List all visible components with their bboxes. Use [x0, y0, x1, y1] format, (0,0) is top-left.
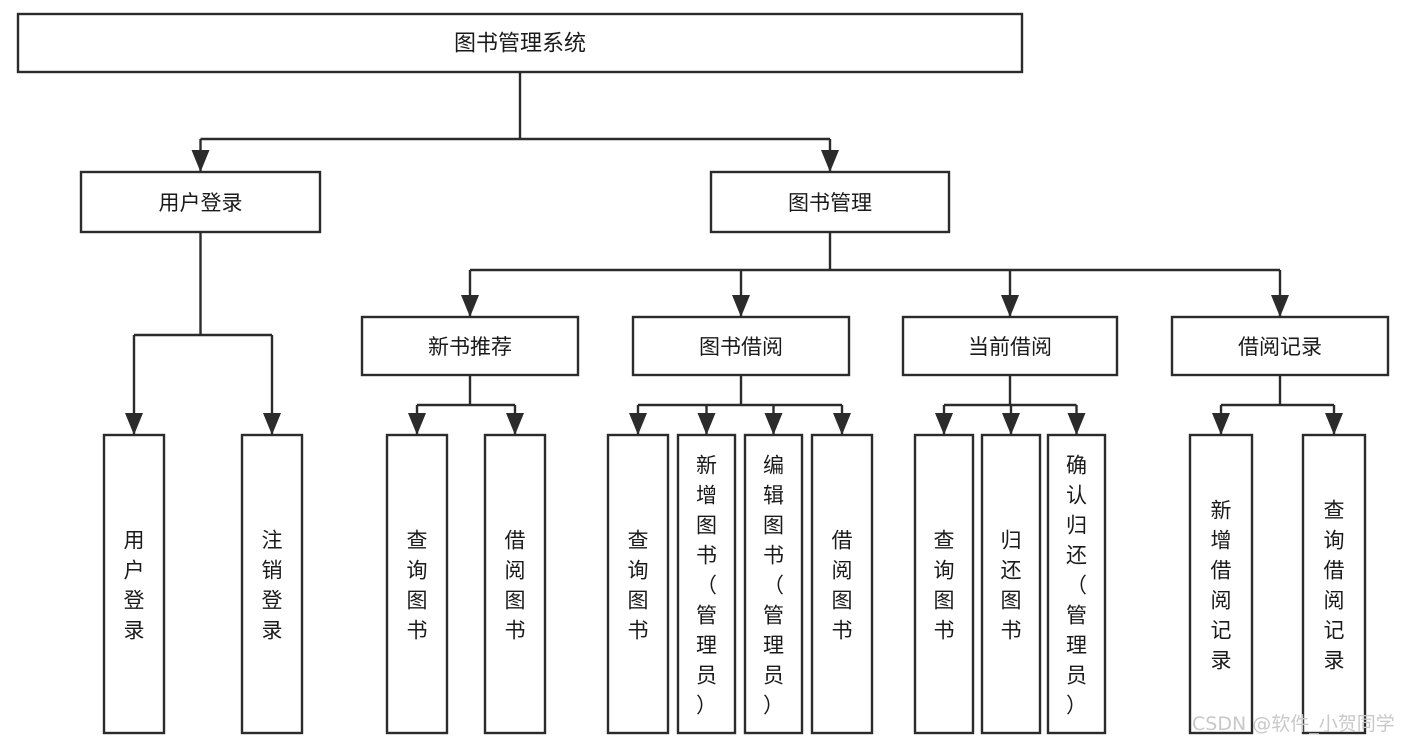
arrowhead-leaf-confirm-return	[1067, 413, 1086, 435]
arrowhead-book-manage	[821, 150, 839, 172]
node-leaf-edit-book-label: 编辑图书（管理员）	[763, 453, 784, 717]
node-leaf-query-book-1-box[interactable]	[385, 433, 449, 735]
node-leaf-user-login-label: 用户登录	[124, 528, 145, 642]
arrowhead-leaf-user-logout	[263, 413, 281, 435]
node-leaf-borrow-book-1-label: 借阅图书	[505, 528, 526, 642]
arrowhead-leaf-query-record	[1325, 413, 1343, 435]
node-leaf-confirm-return-label: 确认归还（管理员）	[1066, 453, 1087, 717]
node-leaf-user-login-box[interactable]	[102, 433, 166, 735]
arrowhead-user-login	[191, 150, 210, 172]
arrowhead-leaf-borrow-book-1	[506, 413, 524, 435]
node-leaf-confirm-return-box[interactable]	[1046, 433, 1107, 735]
arrowhead-leaf-query-book-1	[408, 413, 426, 435]
csdn-watermark: CSDN @软件_小贺同学	[1192, 713, 1395, 735]
node-leaf-return-book-box[interactable]	[980, 433, 1042, 735]
node-user-login-label: 用户登录	[159, 191, 243, 215]
node-leaf-borrow-book-2[interactable]: 借阅图书	[810, 433, 874, 735]
arrowhead-leaf-query-book-2	[629, 413, 647, 435]
node-leaf-add-book[interactable]: 新增图书（管理员）	[676, 433, 737, 735]
node-leaf-borrow-book-1[interactable]: 借阅图书	[483, 433, 547, 735]
node-root[interactable]: 图书管理系统	[16, 12, 1024, 74]
node-current-borrow-box[interactable]	[901, 315, 1119, 377]
node-leaf-add-record-box[interactable]	[1188, 433, 1254, 735]
arrowhead-leaf-query-book-3	[935, 413, 953, 435]
node-root-label: 图书管理系统	[454, 32, 586, 57]
connector-layer	[125, 72, 1343, 435]
arrowhead-book-borrow	[732, 295, 750, 317]
node-leaf-query-book-2-label: 查询图书	[628, 528, 649, 642]
node-leaf-borrow-book-2-label: 借阅图书	[832, 528, 853, 642]
node-leaf-add-book-box[interactable]	[676, 433, 737, 735]
arrowhead-leaf-return-book	[1002, 413, 1020, 435]
node-borrow-record[interactable]: 借阅记录	[1170, 315, 1390, 377]
node-leaf-query-record[interactable]: 查询借阅记录	[1301, 433, 1367, 735]
node-leaf-user-login[interactable]: 用户登录	[102, 433, 166, 735]
node-book-borrow[interactable]: 图书借阅	[631, 315, 851, 377]
arrowhead-new-book-rec	[461, 295, 479, 317]
node-borrow-record-box[interactable]	[1170, 315, 1390, 377]
node-leaf-borrow-book-1-box[interactable]	[483, 433, 547, 735]
node-book-manage-box[interactable]	[709, 170, 951, 234]
arrowhead-borrow-record	[1271, 295, 1289, 317]
node-leaf-query-record-box[interactable]	[1301, 433, 1367, 735]
node-borrow-record-label: 借阅记录	[1238, 335, 1322, 359]
node-user-login-box[interactable]	[79, 170, 322, 234]
arrowhead-leaf-user-login	[125, 413, 143, 435]
node-leaf-add-record[interactable]: 新增借阅记录	[1188, 433, 1254, 735]
node-leaf-add-book-label: 新增图书（管理员）	[696, 453, 717, 717]
arrowhead-current-borrow	[1001, 295, 1019, 317]
arrowhead-leaf-borrow-book-2	[833, 413, 851, 435]
node-new-book-rec-label: 新书推荐	[428, 335, 512, 359]
node-leaf-add-record-label: 新增借阅记录	[1211, 498, 1232, 672]
node-user-login[interactable]: 用户登录	[79, 170, 322, 234]
node-leaf-edit-book[interactable]: 编辑图书（管理员）	[743, 433, 804, 735]
node-leaf-edit-book-box[interactable]	[743, 433, 804, 735]
node-leaf-query-book-2-box[interactable]	[606, 433, 670, 735]
node-leaf-query-book-1[interactable]: 查询图书	[385, 433, 449, 735]
node-leaf-user-logout[interactable]: 注销登录	[240, 433, 304, 735]
node-root-box[interactable]	[16, 12, 1024, 74]
arrowhead-leaf-edit-book	[764, 413, 783, 435]
node-book-manage[interactable]: 图书管理	[709, 170, 951, 234]
node-leaf-query-book-1-label: 查询图书	[407, 528, 428, 642]
node-layer: 图书管理系统用户登录图书管理新书推荐图书借阅当前借阅借阅记录用户登录注销登录查询…	[16, 12, 1390, 735]
node-book-borrow-label: 图书借阅	[699, 335, 783, 359]
node-current-borrow-label: 当前借阅	[968, 335, 1052, 359]
node-new-book-rec[interactable]: 新书推荐	[360, 315, 580, 377]
node-leaf-query-record-label: 查询借阅记录	[1324, 498, 1345, 672]
node-leaf-query-book-3-box[interactable]	[913, 433, 975, 735]
node-leaf-user-logout-label: 注销登录	[262, 528, 283, 642]
node-book-borrow-box[interactable]	[631, 315, 851, 377]
node-leaf-user-logout-box[interactable]	[240, 433, 304, 735]
node-current-borrow[interactable]: 当前借阅	[901, 315, 1119, 377]
node-book-manage-label: 图书管理	[788, 191, 872, 215]
node-new-book-rec-box[interactable]	[360, 315, 580, 377]
node-leaf-return-book[interactable]: 归还图书	[980, 433, 1042, 735]
arrowhead-leaf-add-book	[697, 413, 716, 435]
node-leaf-return-book-label: 归还图书	[1001, 528, 1022, 642]
node-leaf-query-book-2[interactable]: 查询图书	[606, 433, 670, 735]
node-leaf-borrow-book-2-box[interactable]	[810, 433, 874, 735]
node-leaf-query-book-3[interactable]: 查询图书	[913, 433, 975, 735]
arrowhead-leaf-add-record	[1212, 413, 1230, 435]
node-leaf-query-book-3-label: 查询图书	[934, 528, 955, 642]
node-leaf-confirm-return[interactable]: 确认归还（管理员）	[1046, 433, 1107, 735]
